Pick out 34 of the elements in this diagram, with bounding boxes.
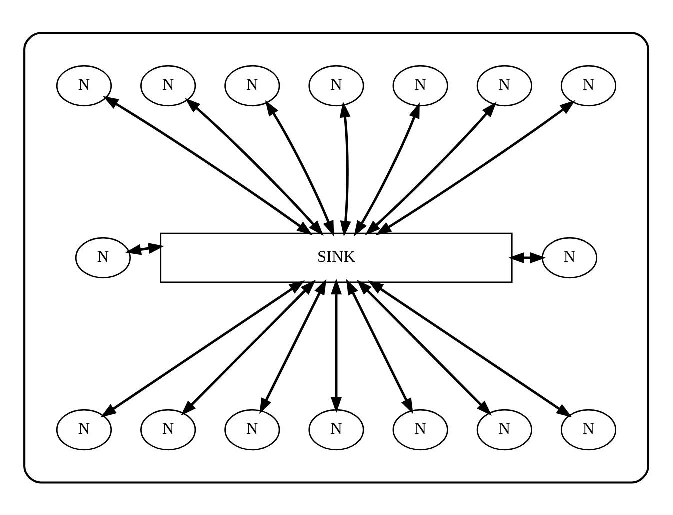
node-box: SINK	[160, 232, 513, 283]
node-ellipse: N	[476, 408, 532, 450]
node-ellipse: N	[75, 236, 132, 278]
node-ellipse: N	[140, 408, 196, 450]
node-ellipse: N	[308, 408, 364, 450]
node-ellipse: N	[476, 64, 532, 106]
node-ellipse: N	[560, 64, 617, 106]
arrow	[126, 242, 164, 255]
node-ellipse: N	[392, 408, 448, 450]
node-ellipse: N	[140, 64, 196, 106]
arrow	[100, 280, 306, 418]
node-ellipse: N	[392, 64, 448, 106]
arrow	[330, 278, 342, 413]
node-ellipse: N	[224, 64, 280, 106]
arrow	[368, 280, 572, 418]
arrow	[265, 100, 334, 236]
cluster	[24, 32, 650, 484]
arrow	[340, 101, 352, 236]
node-ellipse: N	[56, 64, 112, 106]
arrow	[365, 101, 497, 236]
arrow	[508, 252, 546, 264]
node-ellipse: N	[308, 64, 364, 106]
arrow	[103, 96, 313, 236]
arrow	[181, 279, 316, 416]
arrow	[354, 102, 420, 236]
node-ellipse: N	[56, 408, 112, 450]
arrow	[356, 279, 492, 416]
node-ellipse: N	[560, 408, 617, 450]
arrow	[185, 98, 324, 236]
arrow	[346, 278, 414, 414]
arrow	[260, 278, 327, 414]
node-ellipse: N	[542, 236, 598, 278]
node-ellipse: N	[224, 408, 280, 450]
arrow	[376, 100, 576, 235]
